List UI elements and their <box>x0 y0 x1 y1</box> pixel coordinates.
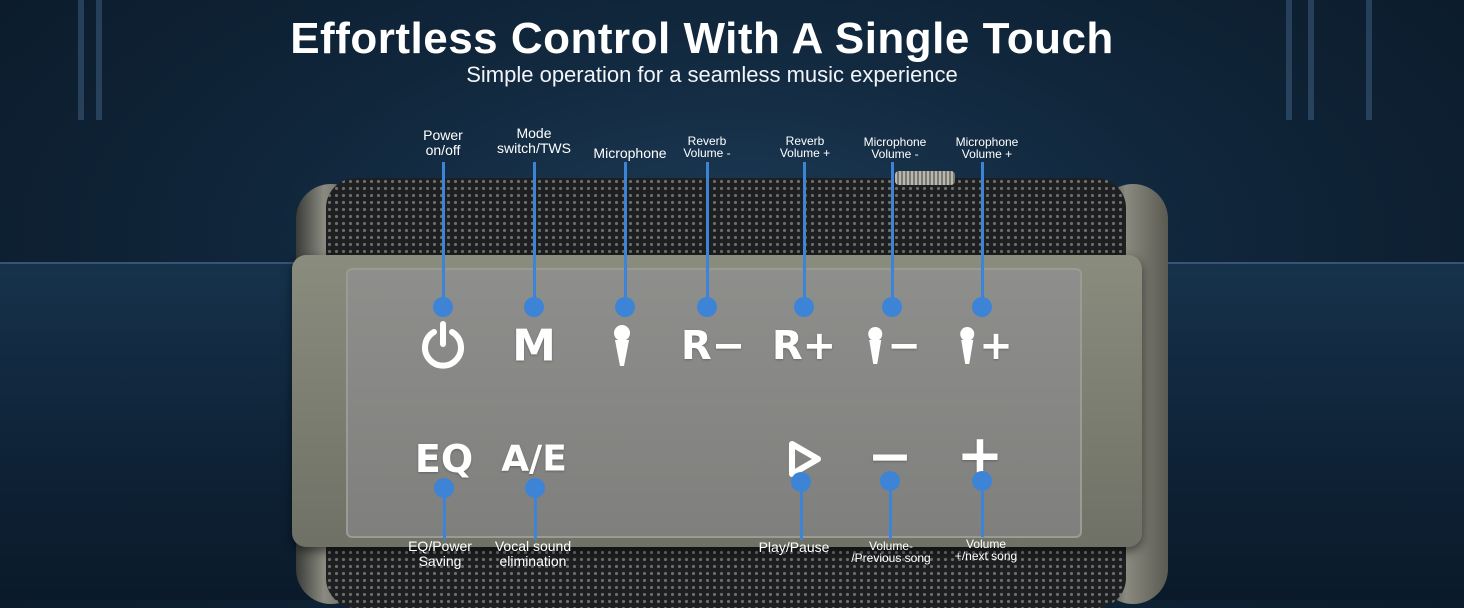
callout-line <box>803 162 806 307</box>
callout-line <box>981 162 984 307</box>
reverb-down-button[interactable]: R− <box>680 323 746 369</box>
callout-line <box>891 162 894 307</box>
callout-line <box>442 162 445 307</box>
label-play-pause: Play/Pause <box>758 539 830 555</box>
callout-line <box>889 481 892 539</box>
power-icon <box>422 321 464 369</box>
background-pillar <box>1308 0 1314 120</box>
page-subtitle: Simple operation for a seamless music ex… <box>466 62 958 87</box>
reverb-up-button[interactable]: R+ <box>771 323 837 369</box>
power-button[interactable] <box>418 320 468 370</box>
microphone-minus-icon <box>868 327 883 364</box>
callout-dot <box>972 297 992 317</box>
callout-dot <box>697 297 717 317</box>
callout-line <box>443 488 446 540</box>
mode-button[interactable]: M <box>512 320 556 372</box>
label-microphone: Microphone <box>593 145 667 161</box>
callout-dot <box>433 297 453 317</box>
callout-line <box>533 162 536 307</box>
eq-button[interactable]: EQ <box>414 437 474 481</box>
callout-dot <box>524 297 544 317</box>
play-pause-button[interactable] <box>784 439 824 479</box>
plus-glyph: + <box>979 323 1013 369</box>
minus-glyph: − <box>887 323 921 369</box>
callout-line <box>981 481 984 537</box>
play-icon <box>789 441 821 477</box>
page-title: Effortless Control With A Single Touch <box>290 14 1114 63</box>
label-volume-up: Volume+/next song <box>954 537 1018 563</box>
background-pillar <box>96 0 102 120</box>
callout-line <box>624 162 627 307</box>
callout-dot <box>882 297 902 317</box>
speaker-top-knob <box>895 171 955 185</box>
microphone-plus-icon <box>960 327 975 364</box>
mic-volume-down-button[interactable]: − <box>865 323 921 369</box>
background-pillar <box>1366 0 1372 120</box>
microphone-button[interactable] <box>612 324 632 368</box>
callout-line <box>706 162 709 307</box>
callout-dot <box>794 297 814 317</box>
background-pillar <box>78 0 84 120</box>
background-pillar <box>1286 0 1292 120</box>
callout-line <box>534 488 537 540</box>
vocal-elimination-button[interactable]: A/E <box>501 438 567 480</box>
label-volume-down: Volume-/Previous song <box>851 539 931 565</box>
callout-line <box>800 482 803 540</box>
mic-volume-up-button[interactable]: + <box>957 323 1013 369</box>
callout-dot <box>615 297 635 317</box>
microphone-icon <box>614 325 630 366</box>
